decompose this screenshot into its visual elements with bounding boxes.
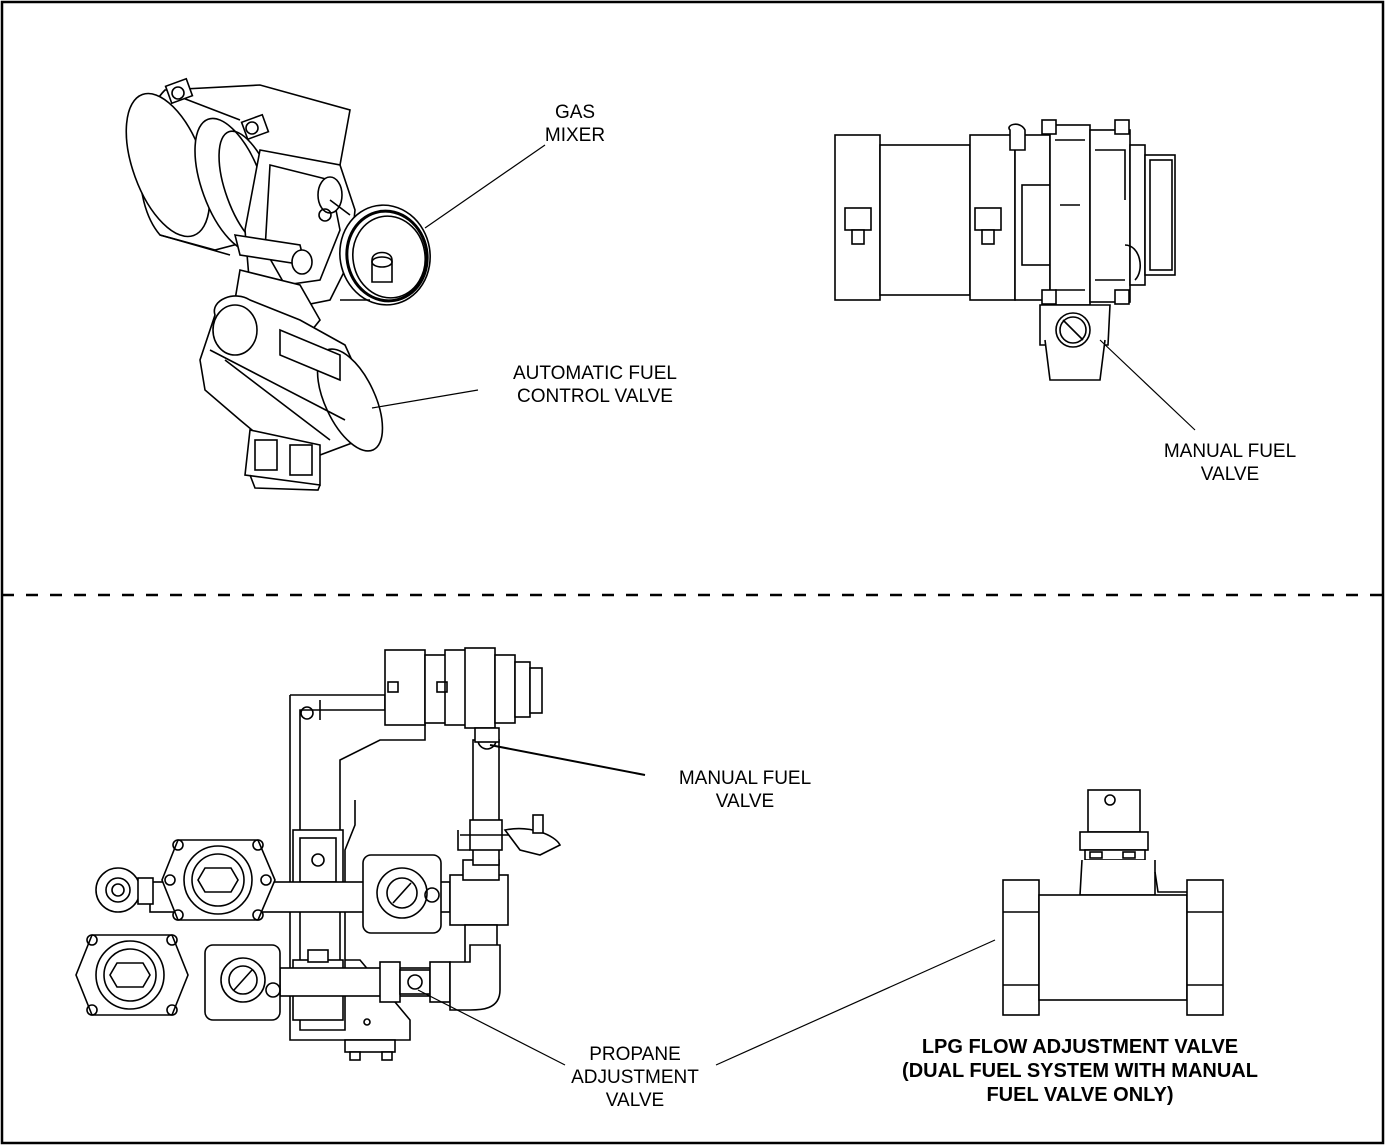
manual-valve-bottom-leader	[489, 744, 646, 776]
propane-plumbing-assembly	[75, 647, 562, 1061]
lpg-valve-line3: FUEL VALVE ONLY)	[986, 1084, 1174, 1106]
automatic-fuel-control-valve-label: AUTOMATIC FUEL CONTROL VALVE	[475, 362, 715, 408]
propane-valve-leader	[417, 989, 566, 1066]
manual-fuel-valve-top-label: MANUAL FUEL VALVE	[1130, 440, 1330, 486]
lpg-valve-line2: (DUAL FUEL SYSTEM WITH MANUAL	[902, 1060, 1258, 1082]
manual-valve-top-line2: VALVE	[1200, 464, 1260, 485]
manual-valve-top-leader	[1099, 339, 1196, 431]
manual-valve-bottom-line1: MANUAL FUEL	[678, 768, 812, 789]
gas-mixer-label: GAS MIXER	[520, 101, 630, 147]
auto-valve-label-line2: CONTROL VALVE	[517, 386, 673, 407]
lpg-valve-leader	[715, 939, 996, 1066]
manual-valve-bottom-line2: VALVE	[715, 791, 775, 812]
propane-valve-line3: VALVE	[605, 1090, 665, 1111]
gas-mixer-label-line2: MIXER	[544, 125, 606, 146]
auto-valve-label-line1: AUTOMATIC FUEL	[513, 363, 677, 384]
propane-adjustment-valve-label: PROPANE ADJUSTMENT VALVE	[545, 1043, 725, 1112]
lpg-valve-line1: LPG FLOW ADJUSTMENT VALVE	[921, 1036, 1239, 1058]
manual-valve-top-line1: MANUAL FUEL	[1163, 441, 1297, 462]
gas-mixer-label-line1: GAS	[554, 102, 596, 123]
propane-valve-line1: PROPANE	[589, 1044, 681, 1065]
lpg-flow-adjustment-valve-label: LPG FLOW ADJUSTMENT VALVE (DUAL FUEL SYS…	[830, 1035, 1330, 1107]
gas-mixer-leader	[424, 144, 546, 229]
gas-mixer-assembly	[125, 77, 431, 311]
manual-fuel-valve-bottom-label: MANUAL FUEL VALVE	[645, 767, 845, 813]
propane-valve-line2: ADJUSTMENT	[571, 1067, 699, 1088]
automatic-fuel-control-valve	[199, 269, 384, 491]
manual-fuel-valve-top	[834, 119, 1176, 381]
auto-valve-leader	[371, 389, 479, 409]
lpg-flow-adjustment-valve	[1002, 789, 1224, 1016]
